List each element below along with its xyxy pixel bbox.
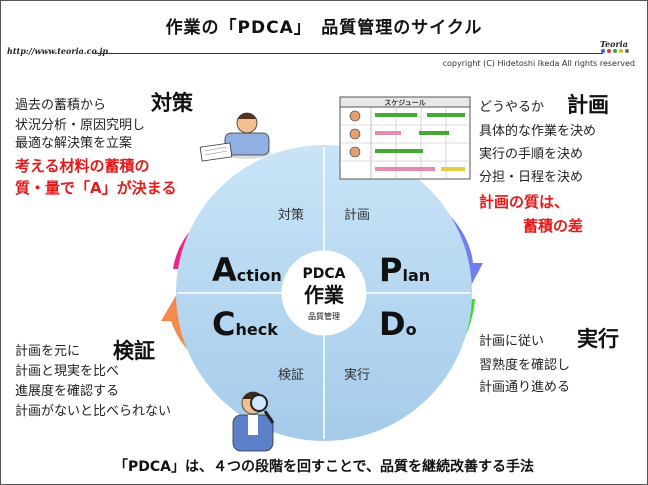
plan-emphasis-2: 蓄積の差 bbox=[523, 217, 584, 235]
schedule-bar bbox=[441, 167, 465, 171]
schedule-bar bbox=[375, 131, 401, 135]
schedule-bar bbox=[419, 131, 449, 135]
check-kanji: 検証 bbox=[278, 368, 304, 383]
schedule-bar bbox=[375, 167, 435, 171]
action-initial: A bbox=[212, 251, 237, 289]
plan-line-3: 分担・日程を決め bbox=[479, 170, 584, 185]
header-divider bbox=[93, 53, 603, 54]
schedule-bar bbox=[375, 113, 417, 117]
plan-rest: lan bbox=[402, 266, 430, 285]
quadrant-do: Do bbox=[379, 305, 417, 343]
person-icon bbox=[349, 146, 361, 158]
check-line-2: 進展度を確認する bbox=[15, 384, 120, 399]
do-line-2: 計画通り進める bbox=[479, 380, 571, 395]
logo-dot bbox=[601, 49, 605, 53]
schedule-bar bbox=[375, 149, 423, 153]
quadrant-plan: Plan bbox=[379, 251, 430, 289]
footer-summary: 「PDCA」は、４つの段階を回すことで、品質を継続改善する手法 bbox=[113, 459, 534, 475]
center-title: PDCA bbox=[303, 266, 346, 282]
quadrant-check: Check bbox=[212, 305, 278, 343]
magnifier-person-illustration bbox=[232, 391, 275, 452]
plan-line-1: 具体的な作業を決め bbox=[479, 124, 597, 139]
schedule-bar bbox=[427, 113, 465, 117]
person-icon bbox=[349, 110, 361, 122]
plan-line-2: 実行の手順を決め bbox=[479, 147, 584, 162]
logo-dot bbox=[613, 49, 617, 53]
person-icon bbox=[349, 128, 361, 140]
plan-initial: P bbox=[379, 251, 402, 289]
magnifier-icon bbox=[250, 394, 268, 412]
do-rest: o bbox=[406, 320, 417, 339]
action-emphasis-1: 考える材料の蓄積の bbox=[15, 157, 150, 175]
slide-title: 作業の「PDCA」 品質管理のサイクル bbox=[165, 18, 483, 38]
do-lead: 計画に従い bbox=[479, 334, 545, 349]
thinking-person-illustration bbox=[199, 112, 271, 162]
schedule-board-illustration: スケジュール bbox=[339, 96, 471, 180]
check-line-1: 計画と現実を比べ bbox=[15, 364, 120, 379]
action-line-1: 状況分析・原因究明し bbox=[15, 118, 146, 133]
center-main: 作業 bbox=[304, 283, 345, 307]
check-line-3: 計画がないと比べられない bbox=[15, 404, 172, 419]
logo-dot bbox=[619, 49, 623, 53]
check-lead: 計画を元に bbox=[15, 344, 81, 359]
action-rest: ction bbox=[237, 266, 282, 285]
schedule-label: スケジュール bbox=[384, 99, 426, 107]
do-kanji: 実行 bbox=[344, 367, 370, 383]
center-circle bbox=[281, 250, 367, 336]
action-emphasis-2: 質・量で「A」が決まる bbox=[15, 179, 177, 197]
do-initial: D bbox=[379, 305, 406, 343]
plan-heading: 計画 bbox=[567, 93, 609, 117]
logo-dot bbox=[625, 49, 629, 53]
copyright-notice: copyright (C) Hidetoshi Ikeda All rights… bbox=[442, 59, 635, 68]
teoria-logo: Teoria bbox=[600, 39, 629, 53]
logo-text: Teoria bbox=[600, 39, 628, 49]
plan-kanji: 計画 bbox=[344, 207, 370, 223]
action-kanji: 対策 bbox=[278, 207, 304, 223]
action-lead: 過去の蓄積から bbox=[15, 98, 107, 113]
plan-emphasis-1: 計画の質は、 bbox=[479, 193, 570, 211]
do-heading: 実行 bbox=[577, 327, 619, 351]
do-line-1: 習熟度を確認し bbox=[479, 358, 571, 373]
logo-dot bbox=[607, 49, 611, 53]
action-heading: 対策 bbox=[151, 91, 193, 115]
site-url: http://www.teoria.co.jp bbox=[7, 46, 108, 56]
check-initial: C bbox=[212, 305, 235, 343]
check-rest: heck bbox=[235, 320, 278, 339]
center-sub: 品質管理 bbox=[308, 311, 340, 321]
plan-lead: どうやるか bbox=[479, 100, 545, 115]
action-line-2: 最適な解決策を立案 bbox=[15, 136, 133, 151]
check-heading: 検証 bbox=[113, 339, 155, 363]
quadrant-action: Action bbox=[212, 251, 282, 289]
